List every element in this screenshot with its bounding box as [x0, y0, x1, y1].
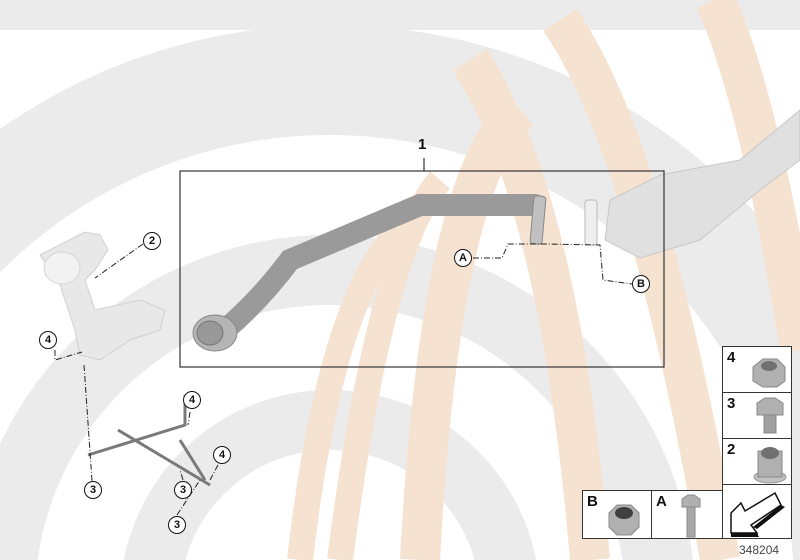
legend-key: 4 — [727, 349, 736, 366]
legend-key: 2 — [727, 441, 736, 458]
callout-3[interactable]: 3 — [84, 481, 102, 499]
callout-4[interactable]: 4 — [183, 391, 201, 409]
direction-arrow-icon — [730, 491, 785, 537]
downpipe-part — [192, 194, 547, 352]
callout-a[interactable]: A — [454, 249, 472, 267]
leader-lines — [54, 243, 633, 516]
legend-key: B — [587, 493, 598, 510]
assembly-frame — [179, 170, 665, 368]
catalytic-converter-part — [584, 109, 800, 259]
legend-item-arrow[interactable] — [722, 484, 792, 539]
legend-key: 3 — [727, 395, 736, 412]
legend-item-2[interactable]: 2 — [722, 438, 792, 485]
legend-item-a[interactable]: A — [651, 490, 723, 539]
assembly-label: 1 — [418, 136, 427, 153]
manifold-part — [39, 231, 166, 361]
hex-bolt-icon — [756, 397, 784, 434]
legend-item-b[interactable]: B — [582, 490, 652, 539]
watermark-top-band — [0, 0, 800, 30]
callout-b[interactable]: B — [632, 275, 650, 293]
callout-4[interactable]: 4 — [39, 331, 57, 349]
legend-item-3[interactable]: 3 — [722, 392, 792, 439]
self-locking-nut-icon — [608, 504, 640, 536]
legend-key: A — [656, 493, 667, 510]
callout-2[interactable]: 2 — [143, 232, 161, 250]
callout-3[interactable]: 3 — [174, 481, 192, 499]
hex-nut-icon — [752, 358, 786, 388]
legend-item-4[interactable]: 4 — [722, 346, 792, 393]
flange-nut-icon — [753, 447, 787, 484]
callout-3[interactable]: 3 — [168, 516, 186, 534]
hex-bolt-long-icon — [681, 494, 701, 538]
callout-4[interactable]: 4 — [213, 446, 231, 464]
diagram-id: 348204 — [739, 543, 780, 557]
